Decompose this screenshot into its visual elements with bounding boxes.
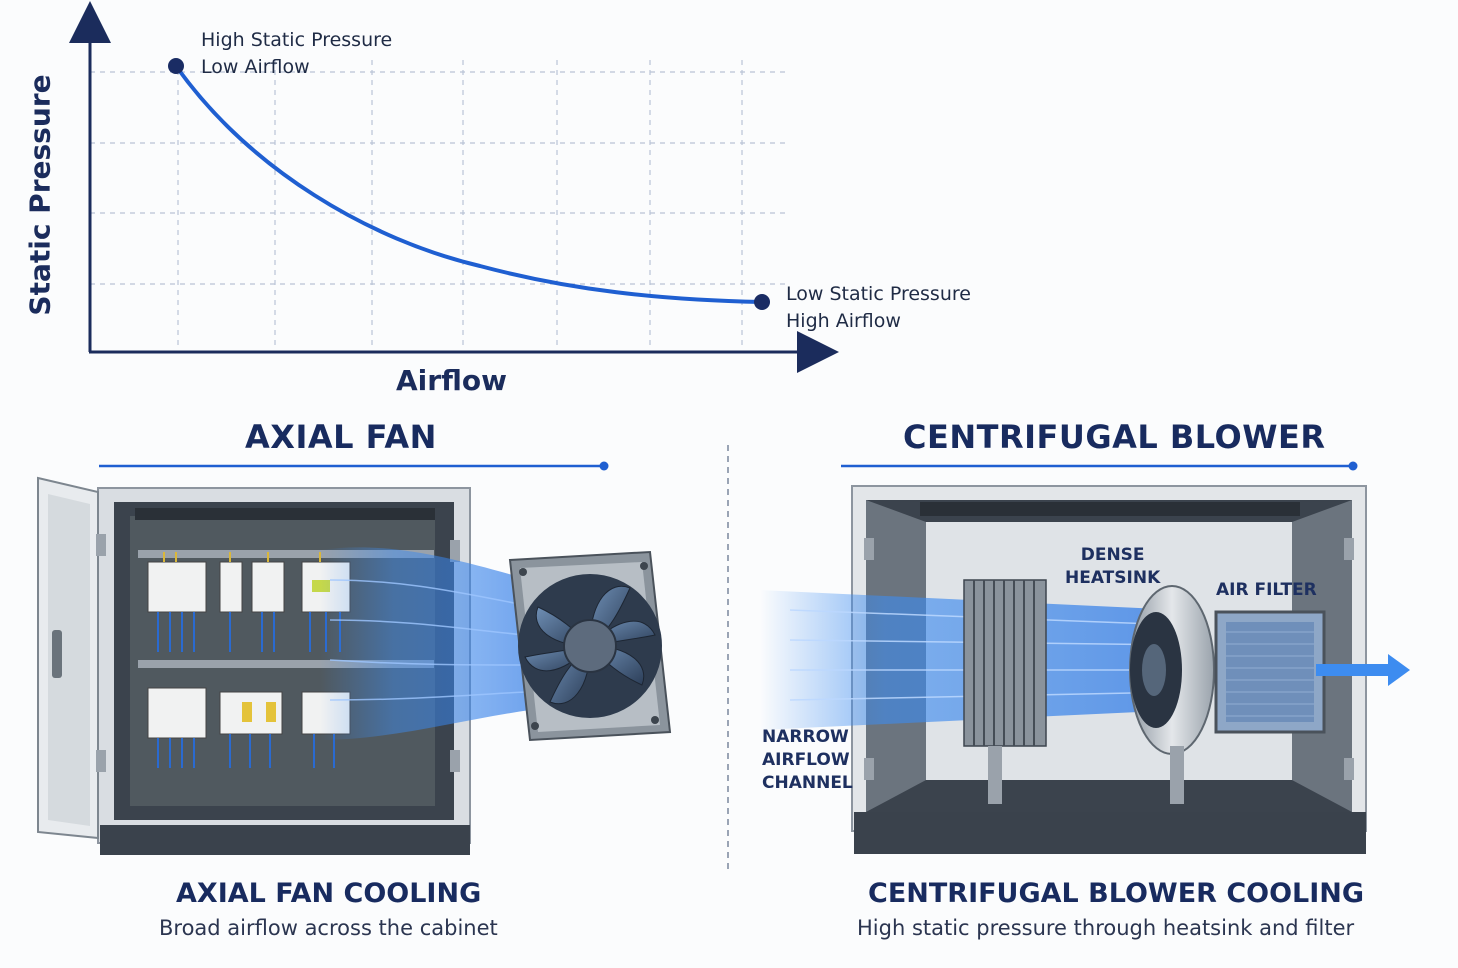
start-point-label: High Static Pressure Low Airflow — [201, 27, 392, 81]
chart-grid — [90, 60, 790, 350]
y-axis-label: Static Pressure — [23, 74, 57, 316]
end-point-label: Low Static Pressure High Airflow — [786, 281, 971, 335]
curve-end-point — [754, 294, 770, 310]
axial-subtitle: Broad airflow across the cabinet — [159, 916, 498, 940]
axial-fan-cabinet-illustration — [37, 476, 672, 855]
centrifugal-subtitle: High static pressure through heatsink an… — [857, 916, 1355, 940]
section-divider — [727, 445, 729, 870]
axial-caption: AXIAL FAN COOLING — [176, 878, 482, 909]
start-label-line-1: High Static Pressure — [201, 29, 393, 51]
channel-callout-line-3: CHANNEL — [762, 773, 853, 793]
narrow-channel-callout: NARROW AIRFLOW CHANNEL — [762, 726, 853, 795]
end-label-line-1: Low Static Pressure — [786, 283, 971, 305]
centrifugal-caption: CENTRIFUGAL BLOWER COOLING — [868, 878, 1365, 909]
channel-callout-line-2: AIRFLOW — [762, 750, 850, 770]
heatsink-callout: DENSE HEATSINK — [1065, 544, 1160, 590]
axial-title-underline — [99, 461, 609, 471]
channel-callout-line-1: NARROW — [762, 727, 849, 747]
heatsink-callout-line-1: DENSE — [1080, 545, 1145, 565]
x-axis-label: Airflow — [396, 364, 507, 397]
air-filter-callout: AIR FILTER — [1216, 580, 1317, 600]
axial-fan-title: AXIAL FAN — [245, 418, 437, 456]
heatsink-callout-line-2: HEATSINK — [1065, 568, 1161, 588]
start-label-line-2: Low Airflow — [201, 56, 310, 78]
centrifugal-blower-title: CENTRIFUGAL BLOWER — [903, 418, 1326, 456]
end-label-line-2: High Airflow — [786, 310, 901, 332]
centrifugal-title-underline — [841, 461, 1358, 471]
centrifugal-blower-cabinet-illustration — [760, 485, 1410, 854]
curve-start-point — [168, 58, 184, 74]
performance-curve — [174, 64, 763, 304]
pressure-airflow-chart — [69, 1, 839, 373]
